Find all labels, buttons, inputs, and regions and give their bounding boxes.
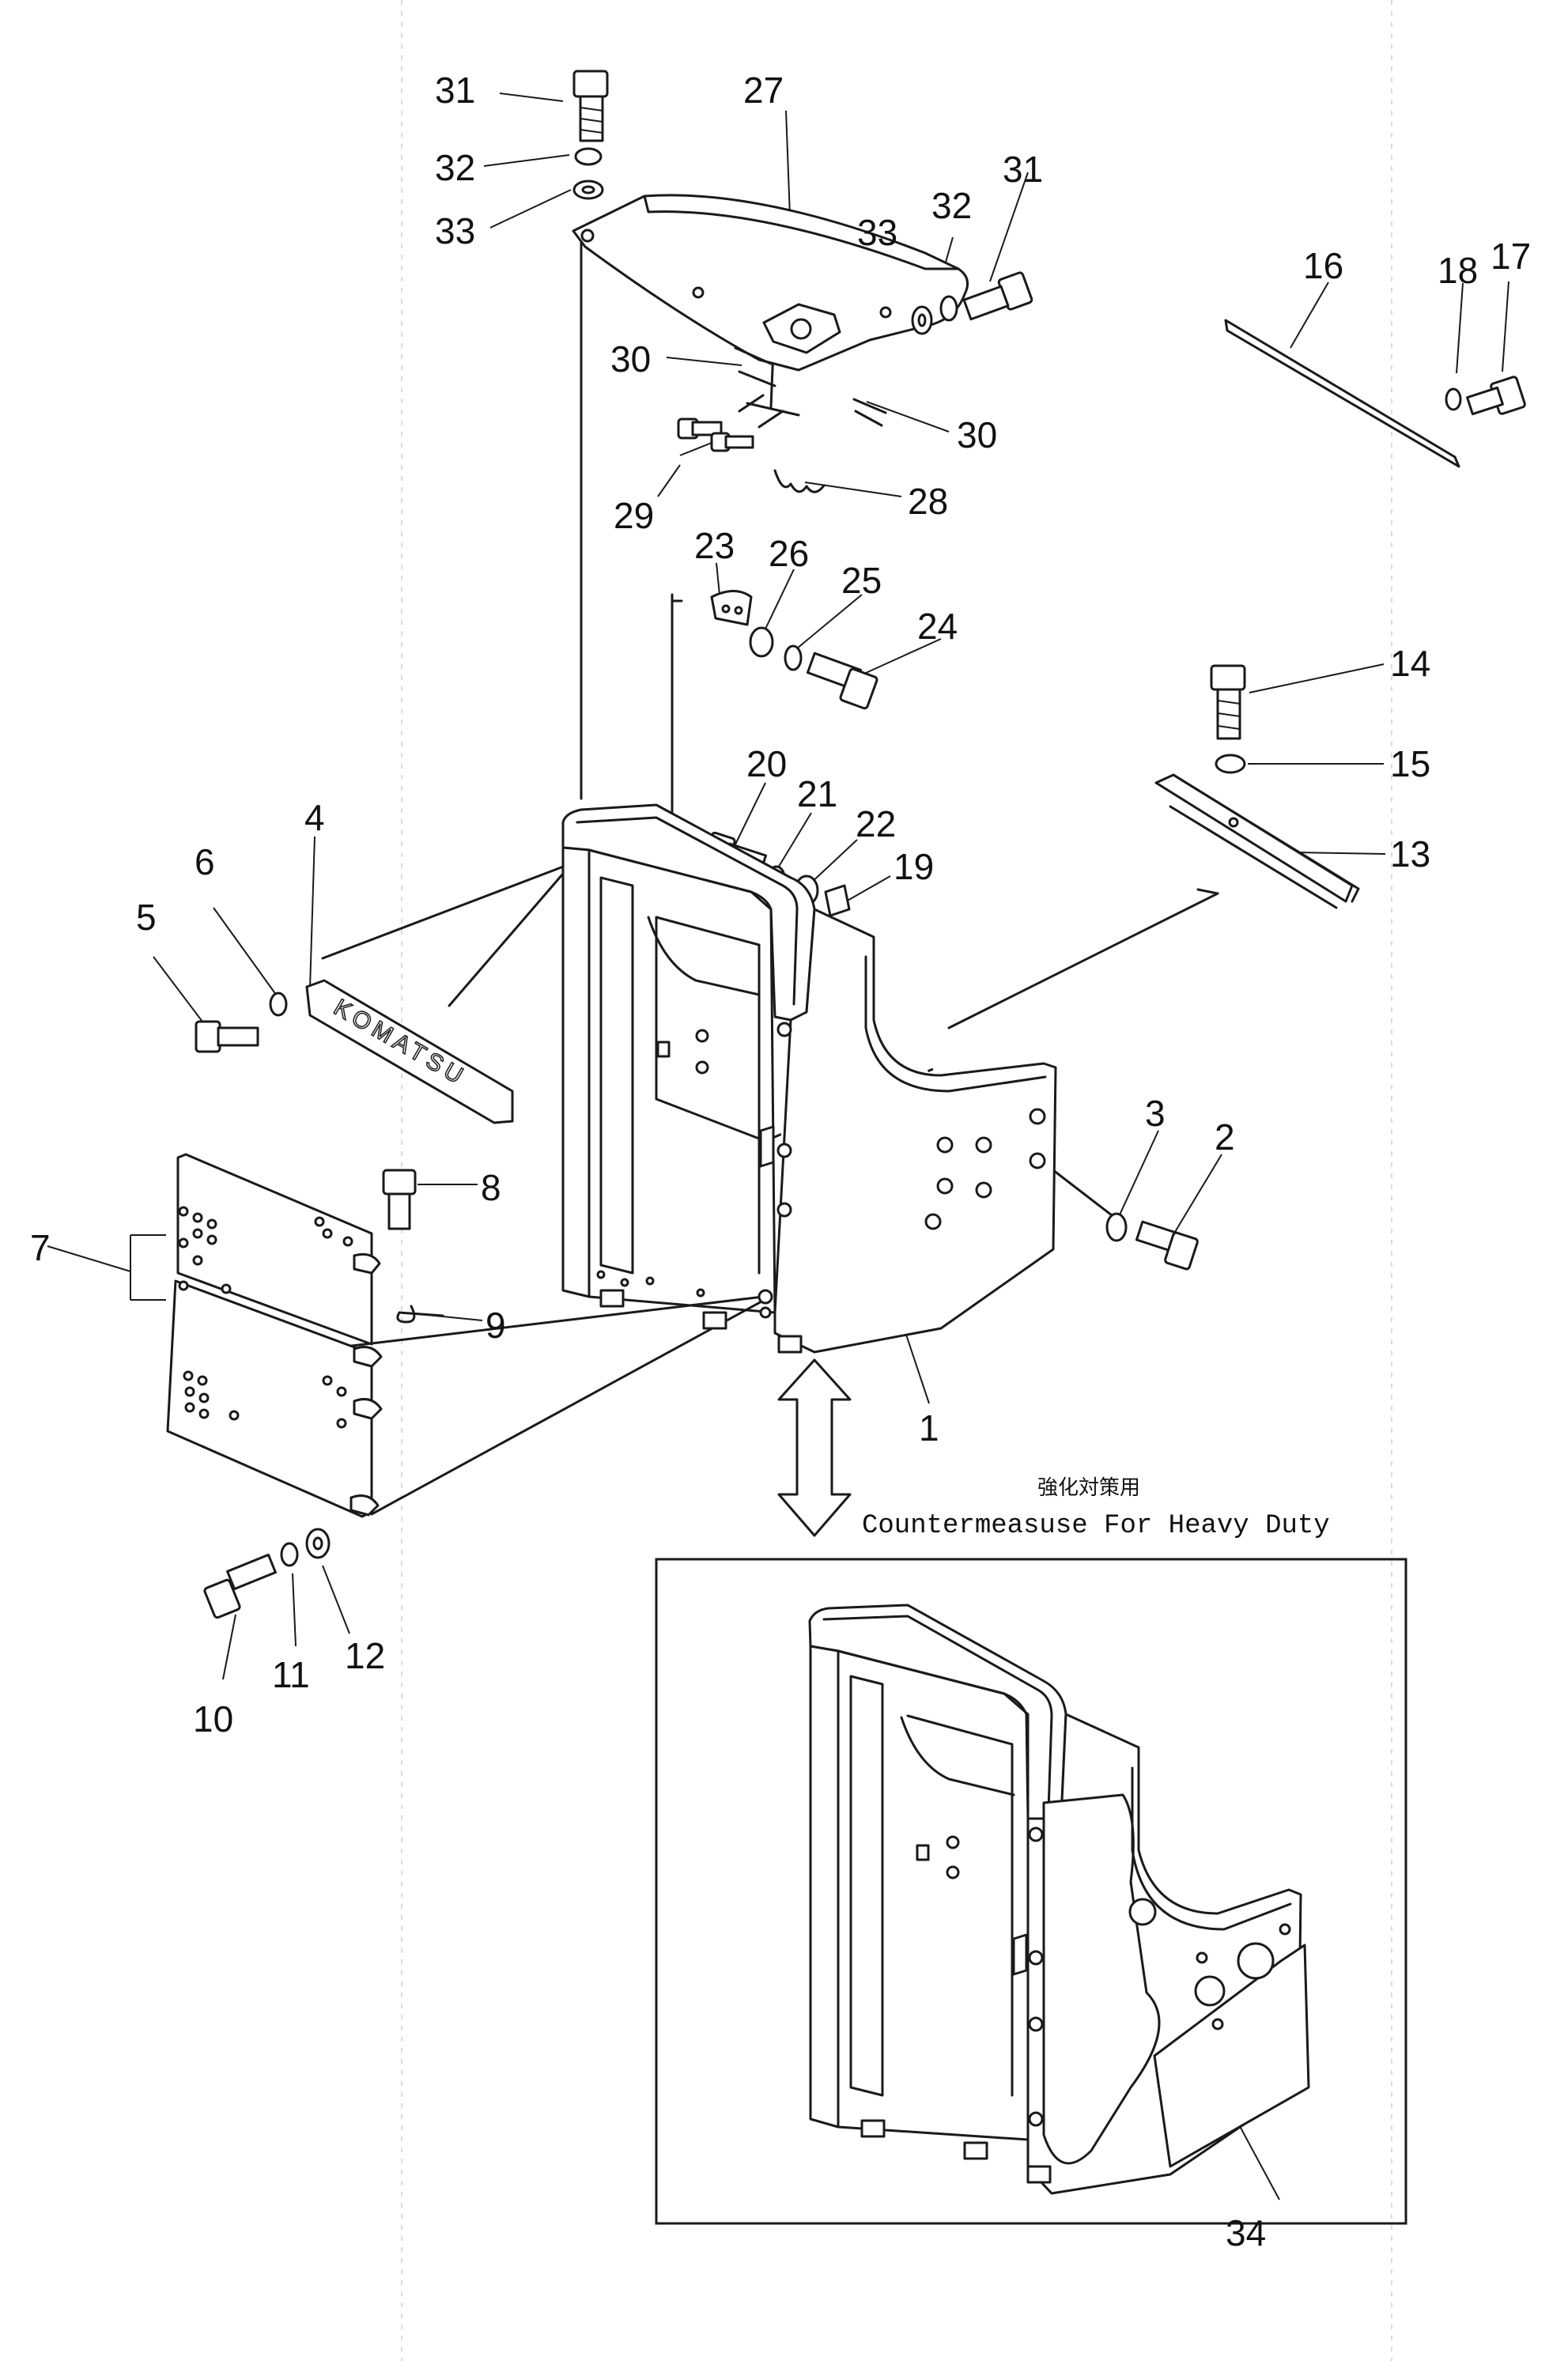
double-arrow-icon <box>777 1358 852 1537</box>
part-31-bolt-left <box>572 70 609 142</box>
part-10-bolt <box>203 1553 277 1619</box>
part-1-frame <box>561 803 1057 1354</box>
part-25-lock-washer <box>784 644 803 671</box>
label-17: 17 <box>1491 236 1531 277</box>
label-1: 1 <box>919 1407 939 1449</box>
label-32: 32 <box>435 147 475 188</box>
label-30: 30 <box>957 414 997 455</box>
part-15-washer <box>1215 754 1246 774</box>
label-29: 29 <box>614 495 654 536</box>
label-8: 8 <box>481 1167 501 1208</box>
label-10: 10 <box>193 1698 233 1740</box>
part-30-clip-left <box>734 346 776 387</box>
part-17-bolt <box>1466 376 1526 416</box>
label-19: 19 <box>894 846 934 887</box>
plate-holes <box>178 1206 353 1429</box>
part-28-spring <box>773 469 826 493</box>
part-33-washer-left <box>572 179 604 200</box>
label-22: 22 <box>856 803 896 844</box>
label-2: 2 <box>1215 1116 1235 1158</box>
plate-lettering: KOMATSU <box>330 994 471 1091</box>
part-5-bolt <box>195 1020 259 1053</box>
part-12-washer <box>305 1528 331 1559</box>
part-30-clip-right <box>852 398 887 427</box>
part-number-labels: 31 32 33 27 31 32 33 30 30 29 28 16 18 1… <box>30 70 1531 2253</box>
inset-frame <box>655 1558 1407 2225</box>
part-14-bolt <box>1210 664 1246 740</box>
label-4: 4 <box>304 797 325 838</box>
label-20: 20 <box>746 743 787 784</box>
part-24-bolt <box>806 652 878 710</box>
part-9-pin <box>396 1305 444 1324</box>
label-13: 13 <box>1390 833 1430 875</box>
label-21: 21 <box>797 773 837 814</box>
part-19-plate <box>824 884 851 917</box>
label-18: 18 <box>1438 250 1478 291</box>
part-26-washer <box>749 626 774 658</box>
label-27: 27 <box>743 70 784 111</box>
label-9: 9 <box>486 1305 506 1346</box>
label-26: 26 <box>769 533 809 574</box>
label-31: 31 <box>1003 149 1043 190</box>
part-6-lock-washer <box>269 992 288 1017</box>
label-11: 11 <box>272 1654 310 1695</box>
label-6: 6 <box>195 841 215 882</box>
part-8-bolt <box>382 1169 417 1230</box>
label-32: 32 <box>931 185 972 226</box>
label-15: 15 <box>1390 743 1430 784</box>
label-16: 16 <box>1303 245 1343 286</box>
label-3: 3 <box>1145 1093 1166 1134</box>
label-23: 23 <box>694 525 735 566</box>
part-34-frame-heavy-duty <box>808 1604 1310 2195</box>
label-30: 30 <box>610 338 651 380</box>
part-32-lock-washer-left <box>574 147 603 166</box>
part-2-bolt <box>1135 1220 1199 1271</box>
label-12: 12 <box>345 1635 385 1676</box>
part-7-cover-plates <box>166 1153 383 1518</box>
label-33: 33 <box>435 210 475 251</box>
label-5: 5 <box>136 897 157 938</box>
part-18-washer <box>1445 387 1462 411</box>
part-4-name-plate: KOMATSU <box>305 979 514 1124</box>
part-23-bracket <box>710 590 753 626</box>
label-25: 25 <box>841 560 882 601</box>
part-33-washer-right <box>911 305 933 335</box>
leader-lines <box>47 93 1509 2200</box>
label-34: 34 <box>1226 2212 1266 2253</box>
part-13-bracket <box>1154 773 1360 909</box>
label-7: 7 <box>30 1227 51 1268</box>
label-33: 33 <box>857 212 897 253</box>
label-24: 24 <box>917 606 958 647</box>
part-11-lock-washer <box>280 1542 299 1567</box>
part-3-washer <box>1105 1212 1128 1242</box>
label-28: 28 <box>908 481 948 522</box>
caption-english: Countermeasuse For Heavy Duty <box>862 1511 1330 1541</box>
part-16-strip <box>1224 319 1460 468</box>
part-27-top-cover <box>572 194 969 372</box>
label-31: 31 <box>435 70 475 111</box>
part-29-bolts <box>677 417 754 456</box>
part-32-lock-washer-right <box>939 295 958 322</box>
label-14: 14 <box>1390 643 1430 684</box>
caption-japanese: 強化対策用 <box>1037 1476 1140 1500</box>
part-31-bolt-right <box>962 271 1033 321</box>
